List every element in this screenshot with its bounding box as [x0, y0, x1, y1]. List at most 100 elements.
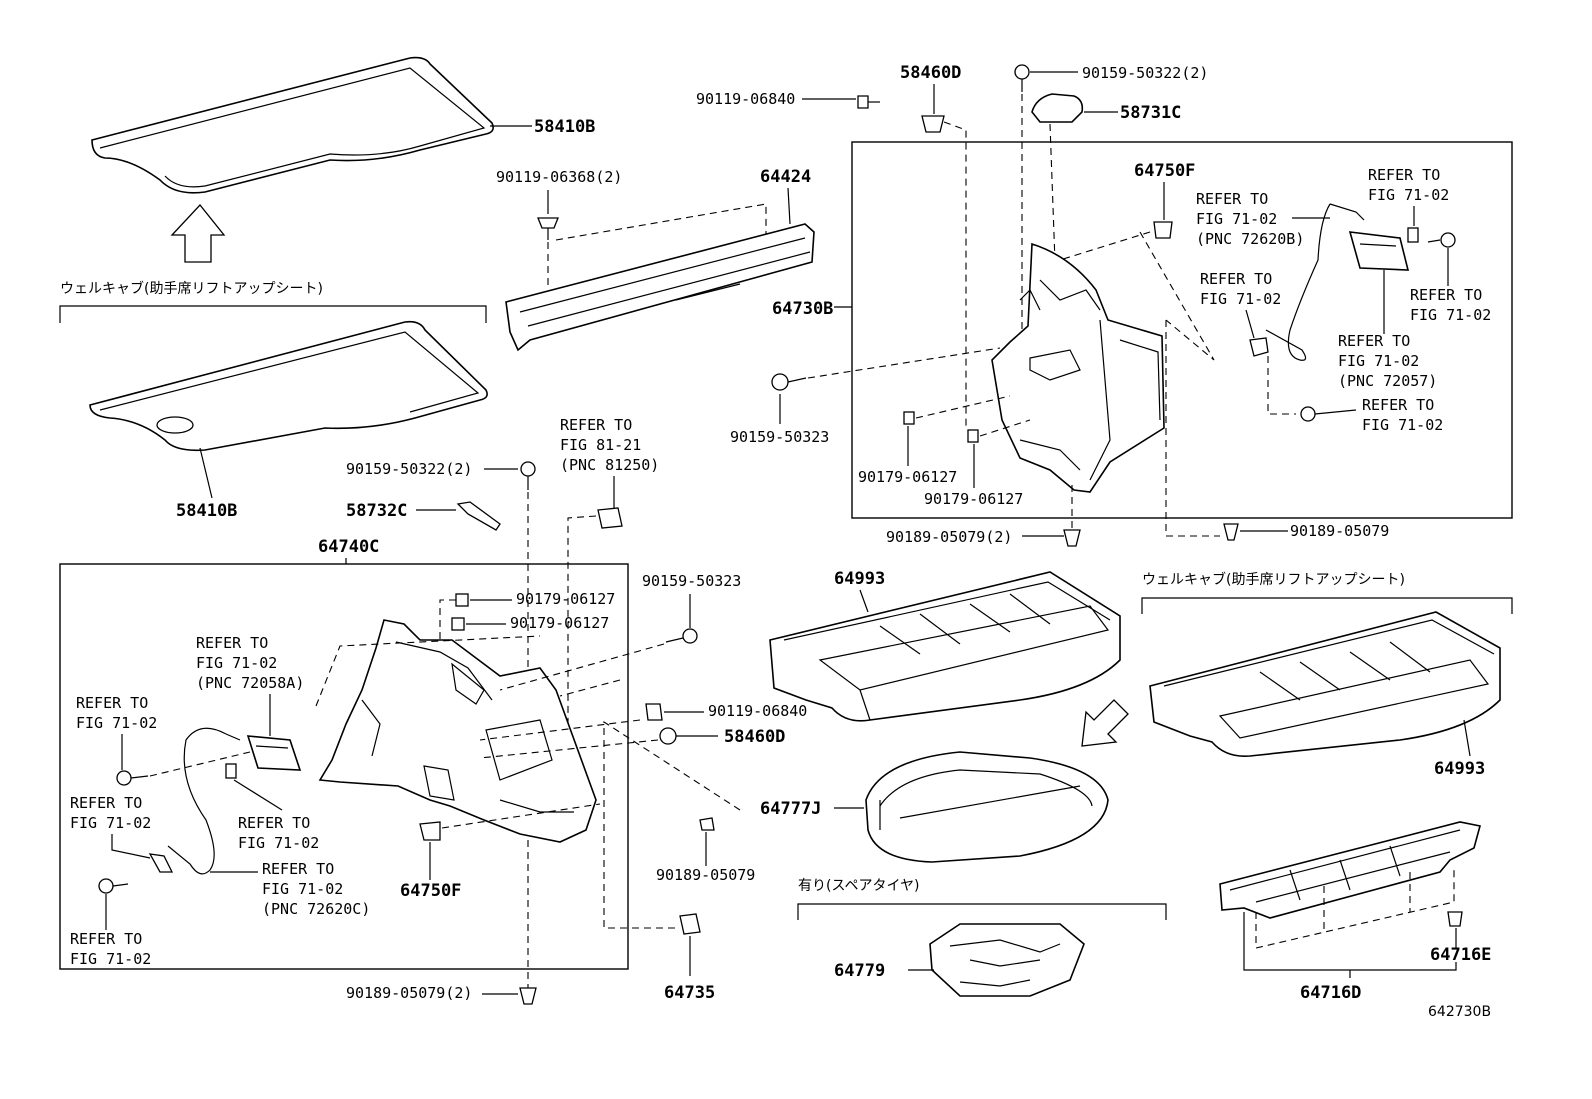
rail-64424[interactable]	[505, 223, 815, 352]
clip-90189-05079-mid[interactable]	[699, 817, 715, 831]
label-90159-50322-mid: 90159-50322(2)	[346, 460, 472, 478]
screw-90159-50322-top[interactable]	[1014, 64, 1030, 92]
clip-90179-06127-d[interactable]	[451, 617, 465, 631]
label-90189-05079-mid: 90189-05079	[656, 866, 755, 884]
svg-text:REFER TO: REFER TO	[196, 634, 268, 652]
clip-90119-06368[interactable]	[537, 217, 559, 240]
label-64777J: 64777J	[760, 799, 821, 819]
ref-r5[interactable]: REFER TO FIG 71-02 (PNC 72057)	[1338, 332, 1437, 390]
label-90179-06127-c: 90179-06127	[516, 590, 615, 608]
clip-90189-05079-bottom[interactable]	[519, 987, 537, 1005]
clip-left-b[interactable]	[225, 763, 237, 779]
trim-64716D[interactable]	[1219, 821, 1481, 919]
svg-text:FIG 81-21: FIG 81-21	[560, 436, 641, 454]
bracket-58732C[interactable]	[456, 501, 501, 531]
note-welcab-2: ウェルキャブ(助手席リフトアップシート)	[1142, 571, 1405, 588]
label-58410B-bottom: 58410B	[176, 501, 237, 521]
ref-r6[interactable]: REFER TO FIG 71-02	[1362, 396, 1443, 434]
svg-text:(PNC 72057): (PNC 72057)	[1338, 372, 1437, 390]
svg-text:(PNC 72620B): (PNC 72620B)	[1196, 230, 1304, 248]
screw-90159-50323-mid[interactable]	[665, 628, 698, 644]
clip-90179-06127-b[interactable]	[967, 429, 979, 443]
cap-58731C[interactable]	[1031, 93, 1084, 123]
tray-64779[interactable]	[929, 923, 1085, 997]
bolt-right-b[interactable]	[1300, 406, 1357, 422]
label-64993-right: 64993	[1434, 759, 1485, 779]
svg-text:REFER TO: REFER TO	[1338, 332, 1410, 350]
switch-72058A[interactable]	[246, 735, 302, 771]
tray-64777J[interactable]	[865, 751, 1109, 863]
label-58460D-top: 58460D	[900, 63, 961, 83]
svg-text:REFER TO: REFER TO	[262, 860, 334, 878]
label-58410B-top: 58410B	[534, 117, 595, 137]
clip-64735[interactable]	[679, 913, 701, 935]
bolt-right-a[interactable]	[1427, 232, 1456, 248]
clip-64750F-mid[interactable]	[419, 821, 441, 841]
ref-r11[interactable]: REFER TO FIG 71-02	[70, 794, 151, 832]
ref-r7[interactable]: REFER TO FIG 81-21 (PNC 81250)	[560, 416, 659, 474]
label-90159-50323-top: 90159-50323	[730, 428, 829, 446]
ref-r8[interactable]: REFER TO FIG 71-02 (PNC 72058A)	[196, 634, 304, 692]
ref-r10[interactable]: REFER TO FIG 71-02	[238, 814, 319, 852]
svg-text:FIG 71-02: FIG 71-02	[76, 714, 157, 732]
label-90159-50323-mid: 90159-50323	[642, 572, 741, 590]
up-arrow-icon	[170, 204, 226, 263]
label-90179-06127-d: 90179-06127	[510, 614, 609, 632]
ref-r12[interactable]: REFER TO FIG 71-02 (PNC 72620C)	[262, 860, 370, 918]
svg-text:REFER TO: REFER TO	[70, 930, 142, 948]
svg-text:REFER TO: REFER TO	[1200, 270, 1272, 288]
wire-harness-right[interactable]	[1265, 203, 1419, 361]
svg-text:FIG 71-02: FIG 71-02	[262, 880, 343, 898]
side-trim-64730B[interactable]	[991, 242, 1165, 493]
label-64750F-mid: 64750F	[400, 881, 461, 901]
svg-text:FIG 71-02: FIG 71-02	[238, 834, 319, 852]
diagram-id: 642730B	[1428, 1004, 1491, 1020]
clip-58460D-mid[interactable]	[659, 727, 677, 745]
label-90189-05079-bottom: 90189-05079(2)	[346, 984, 472, 1002]
bracket-left[interactable]	[148, 853, 174, 873]
label-64424: 64424	[760, 167, 811, 187]
wire-harness-left[interactable]	[167, 727, 241, 875]
label-64716D: 64716D	[1300, 983, 1361, 1003]
bolt-left-a[interactable]	[116, 770, 149, 786]
side-trim-64740C[interactable]	[318, 619, 597, 843]
deck-board-58410B-top[interactable]	[91, 56, 494, 194]
connector-right[interactable]	[1249, 337, 1269, 357]
label-64730B: 64730B	[772, 299, 833, 319]
tray-64993-left[interactable]	[769, 571, 1121, 722]
diagonal-arrow-icon	[1081, 699, 1129, 747]
clip-64750F-top[interactable]	[1153, 221, 1173, 239]
bolt-left-c[interactable]	[98, 878, 129, 894]
svg-text:(PNC 81250): (PNC 81250)	[560, 456, 659, 474]
ref-r13[interactable]: REFER TO FIG 71-02	[70, 930, 151, 968]
bolt-90119-06840-mid[interactable]	[645, 703, 663, 721]
label-90119-06368: 90119-06368(2)	[496, 168, 622, 186]
clip-58460D-top[interactable]	[921, 115, 945, 133]
clip-81250[interactable]	[597, 507, 623, 529]
screw-90159-50322-mid[interactable]	[520, 461, 536, 490]
bolt-90119-06840-top[interactable]	[857, 95, 880, 109]
label-64716E: 64716E	[1430, 945, 1491, 965]
svg-text:FIG 71-02: FIG 71-02	[1368, 186, 1449, 204]
svg-text:REFER TO: REFER TO	[1410, 286, 1482, 304]
label-90189-05079-right: 90189-05079	[1290, 522, 1389, 540]
ref-r1[interactable]: REFER TO FIG 71-02 (PNC 72620B)	[1196, 190, 1304, 248]
clip-90179-06127-c[interactable]	[455, 593, 469, 607]
clip-90189-05079-left[interactable]	[1063, 529, 1081, 547]
ref-r9[interactable]: REFER TO FIG 71-02	[76, 694, 157, 732]
label-90179-06127-b: 90179-06127	[924, 490, 1023, 508]
svg-text:REFER TO: REFER TO	[1362, 396, 1434, 414]
note-spare-tire: 有り(スペアタイヤ)	[798, 878, 920, 894]
ref-r4[interactable]: REFER TO FIG 71-02	[1200, 270, 1281, 308]
screw-90159-50323-top[interactable]	[771, 373, 807, 391]
clip-64716E[interactable]	[1447, 911, 1463, 927]
clip-90179-06127-a[interactable]	[903, 411, 915, 425]
deck-board-58410B-bottom[interactable]	[89, 320, 488, 452]
tray-64993-right[interactable]	[1149, 611, 1501, 758]
ref-r3[interactable]: REFER TO FIG 71-02	[1410, 286, 1491, 324]
label-58460D-mid: 58460D	[724, 727, 785, 747]
label-90159-50322-top: 90159-50322(2)	[1082, 64, 1208, 82]
ref-r2[interactable]: REFER TO FIG 71-02	[1368, 166, 1449, 204]
clip-90189-05079-right[interactable]	[1223, 523, 1239, 541]
